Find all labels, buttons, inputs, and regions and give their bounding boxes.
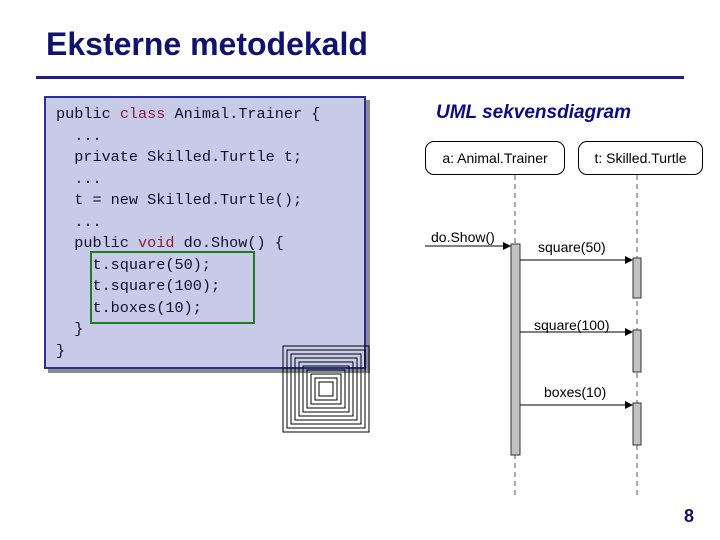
page-number: 8 — [684, 506, 694, 527]
message-label-boxes-10: boxes(10) — [544, 384, 606, 400]
message-label-do-show: do.Show() — [431, 229, 495, 245]
message-label-square-100: square(100) — [534, 317, 610, 333]
square-100-arrowhead — [625, 328, 633, 336]
uml-object-trainer: a: Animal.Trainer — [425, 141, 565, 175]
boxes-10-arrowhead — [625, 401, 633, 409]
message-label-square-50: square(50) — [538, 239, 606, 255]
turtle-activation-bar-2 — [633, 330, 641, 372]
trainer-activation-bar — [511, 244, 520, 455]
uml-title: UML sekvensdiagram — [436, 102, 631, 124]
square-50-arrowhead — [625, 256, 633, 264]
turtle-activation-bar-1 — [633, 258, 641, 298]
uml-object-turtle: t: Skilled.Turtle — [578, 141, 703, 175]
turtle-activation-bar-3 — [633, 403, 641, 445]
do-show-arrowhead — [503, 242, 511, 250]
